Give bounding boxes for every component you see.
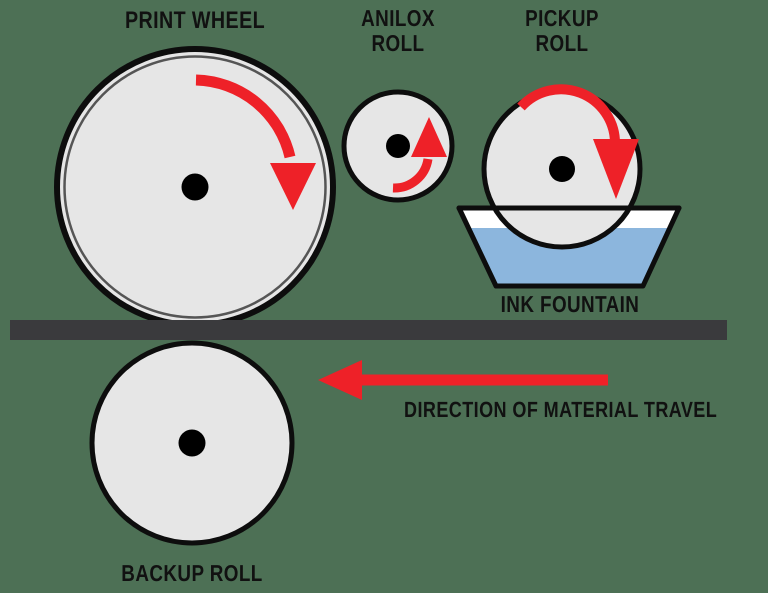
pickup-roll-hub <box>549 156 575 182</box>
ink-fountain-trough <box>456 205 682 289</box>
pickup-roll-rotation-arrow-clockwise <box>517 84 639 199</box>
backup-roll[interactable] <box>89 340 295 546</box>
label-print-wheel-text: PRINT WHEEL <box>124 7 266 34</box>
travel-arrow-shaft <box>357 374 608 386</box>
backup-roll-hub <box>178 429 206 457</box>
label-direction-of-material-travel: DIRECTION OF MATERIAL TRAVEL <box>404 397 718 422</box>
print-wheel[interactable] <box>54 46 336 328</box>
label-backup-roll-text: BACKUP ROLL <box>121 560 263 586</box>
label-pickup-roll-line2: ROLL <box>535 29 589 56</box>
label-pickup-roll-line1: PICKUP <box>525 5 599 31</box>
travel-arrow-head <box>318 360 362 400</box>
anilox-roll-rotation-arrow-counterclockwise <box>392 117 447 193</box>
substrate-web <box>10 320 727 340</box>
print-wheel-hub <box>181 173 209 201</box>
label-anilox-roll-line1: ANILOX <box>361 5 435 31</box>
label-backup-roll: BACKUP ROLL <box>85 561 298 586</box>
ink-fountain-walls <box>456 205 682 289</box>
material-travel-arrow <box>318 360 608 400</box>
label-ink-fountain-text: INK FOUNTAIN <box>500 291 640 317</box>
label-print-wheel: PRINT WHEEL <box>35 8 355 34</box>
label-anilox-roll-line2: ROLL <box>371 29 425 56</box>
print-wheel-rotation-arrow-clockwise <box>195 74 316 210</box>
pickup-roll[interactable] <box>481 84 643 250</box>
anilox-roll[interactable] <box>341 89 455 203</box>
ink-liquid <box>468 228 670 286</box>
label-direction-text: DIRECTION OF MATERIAL TRAVEL <box>404 397 718 422</box>
label-ink-fountain: INK FOUNTAIN <box>486 292 653 317</box>
print-wheel-inner-ring <box>63 55 327 319</box>
label-anilox-roll: ANILOX ROLL <box>332 6 463 56</box>
anilox-roll-hub <box>386 134 410 158</box>
label-pickup-roll: PICKUP ROLL <box>496 6 627 56</box>
